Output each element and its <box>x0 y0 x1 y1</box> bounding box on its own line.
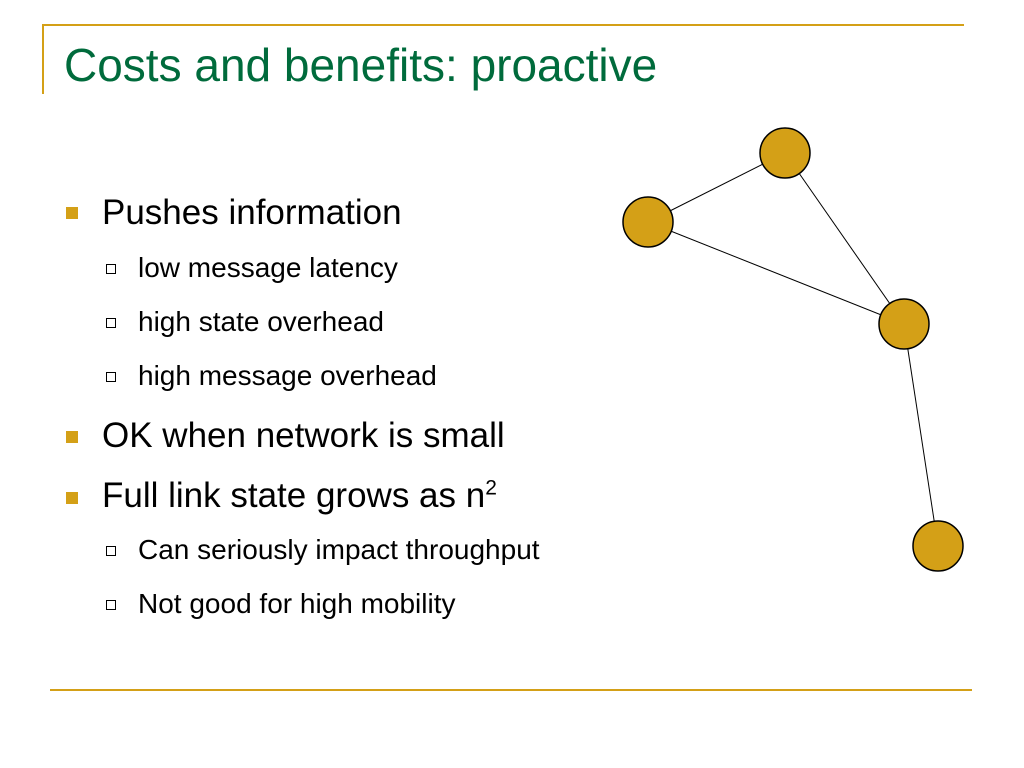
exponent: 2 <box>485 476 497 500</box>
sub-bullet-item: high message overhead <box>138 360 437 391</box>
left-rule <box>42 24 44 94</box>
bullet-item: Full link state grows as n2 <box>102 476 497 516</box>
node-4 <box>912 520 964 572</box>
sub-bullet-box-icon <box>106 546 116 556</box>
sub-bullet-box-icon <box>106 372 116 382</box>
edge <box>903 323 939 547</box>
bullet-item: OK when network is small <box>102 416 505 455</box>
node-3 <box>878 298 930 350</box>
bullet-list: Pushes information low message latency h… <box>66 193 540 619</box>
bullet-square-icon <box>66 207 78 219</box>
bullet-square-icon <box>66 431 78 443</box>
node-1 <box>759 127 811 179</box>
sub-bullet-item: high state overhead <box>138 306 384 337</box>
bullet-text: Full link state grows as n <box>102 476 486 515</box>
edge <box>784 152 905 325</box>
sub-bullet-box-icon <box>106 600 116 610</box>
sub-bullet-box-icon <box>106 264 116 274</box>
sub-bullet-item: Can seriously impact throughput <box>138 534 540 565</box>
slide-title: Costs and benefits: proactive <box>64 39 658 91</box>
bullet-item: Pushes information <box>102 193 402 232</box>
sub-bullet-item: Not good for high mobility <box>138 588 456 619</box>
top-rule <box>42 24 964 26</box>
bottom-rule <box>50 689 972 691</box>
sub-bullet-item: low message latency <box>138 252 398 283</box>
network-diagram <box>622 127 964 572</box>
sub-bullet-box-icon <box>106 318 116 328</box>
bullet-square-icon <box>66 492 78 504</box>
node-2 <box>622 196 674 248</box>
edge <box>647 221 905 325</box>
